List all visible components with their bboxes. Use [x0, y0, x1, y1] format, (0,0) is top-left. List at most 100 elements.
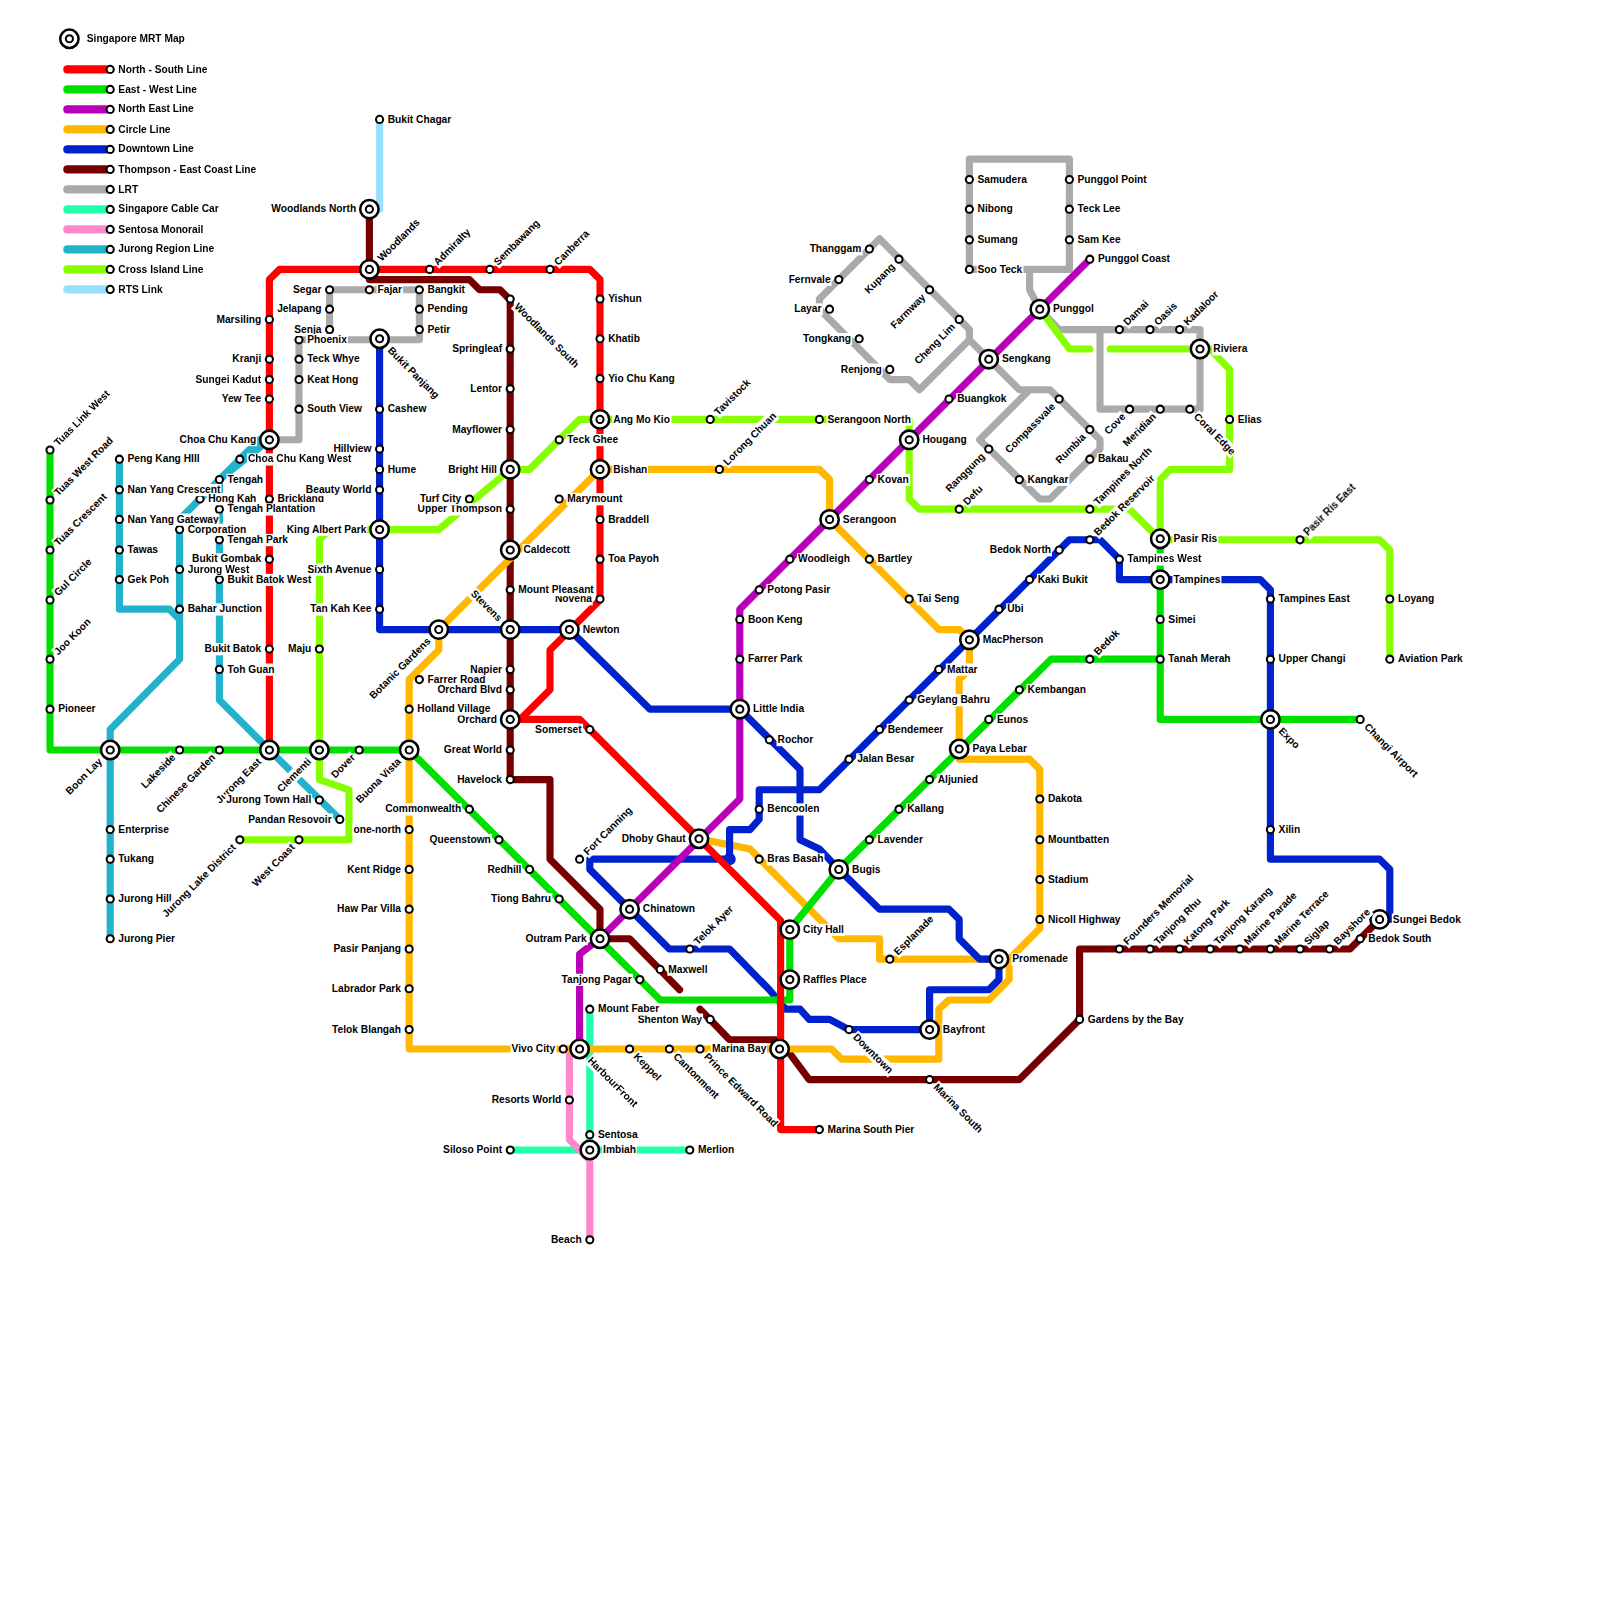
- station-dot: [1267, 656, 1274, 663]
- interchange-core: [956, 745, 963, 752]
- station-dot: [566, 1096, 573, 1103]
- station-name: Promenade: [1011, 953, 1069, 965]
- station-dot: [416, 286, 423, 293]
- station-name: Dhoby Ghaut: [621, 833, 687, 845]
- station-name: Pioneer: [57, 703, 96, 715]
- station-dot: [507, 426, 514, 433]
- station-name: Sungei Kadut: [194, 374, 262, 386]
- interchange-dot: [591, 930, 609, 948]
- station-name: Nicoll Highway: [1047, 914, 1122, 926]
- station-dot: [1116, 945, 1123, 952]
- station-dot: [376, 566, 383, 573]
- station-name: Bras Basah: [766, 853, 824, 865]
- interchange-core: [1157, 576, 1164, 583]
- station-dot: [707, 416, 714, 423]
- station-dot: [266, 495, 273, 502]
- station-name: Woodleigh: [797, 553, 851, 565]
- station-name: Jurong Town Hall: [225, 794, 312, 806]
- station-dot: [416, 306, 423, 313]
- interchange-dot: [260, 741, 278, 759]
- station-name: Jalan Besar: [856, 753, 915, 765]
- station-name: Bukit Batok West: [227, 574, 313, 586]
- interchange-core: [1157, 535, 1164, 542]
- station-name: Teck Lee: [1077, 203, 1122, 215]
- station-dot: [1036, 876, 1043, 883]
- station-name: Tengah Plantation: [227, 503, 317, 515]
- station-dot: [176, 606, 183, 613]
- station-dot: [376, 606, 383, 613]
- station-dot: [466, 495, 473, 502]
- station-name: Punggol Coast: [1097, 253, 1171, 265]
- station-name: Siloso Point: [442, 1144, 503, 1156]
- station-dot: [866, 245, 873, 252]
- station-name: Stadium: [1047, 874, 1089, 886]
- interchange-core: [826, 516, 833, 523]
- legend-swatch: [67, 205, 106, 213]
- station-dot: [376, 445, 383, 452]
- station-name: Tavistock: [711, 376, 753, 418]
- station-dot: [1386, 656, 1393, 663]
- station-dot: [176, 526, 183, 533]
- interchange-core: [695, 835, 702, 842]
- station-dot: [1086, 656, 1093, 663]
- station-dot: [966, 176, 973, 183]
- title-icon-outer: [60, 30, 78, 48]
- station-dot: [1076, 1016, 1083, 1023]
- station-dot: [1157, 406, 1164, 413]
- station-name: Mayflower: [451, 424, 503, 436]
- crl-track: [1110, 349, 1390, 659]
- station-dot: [486, 266, 493, 273]
- station-dot: [696, 1045, 703, 1052]
- station-dot: [1036, 795, 1043, 802]
- downtown-line: [380, 339, 1390, 1030]
- station-dot: [266, 316, 273, 323]
- station-dot: [376, 116, 383, 123]
- station-dot: [116, 486, 123, 493]
- station-dot: [507, 1146, 514, 1153]
- station-name: Sixth Avenue: [307, 564, 373, 576]
- station-dot: [107, 895, 114, 902]
- station-dot: [886, 366, 893, 373]
- station-dot: [1157, 656, 1164, 663]
- interchange-dot: [260, 431, 278, 449]
- station-dot: [46, 706, 53, 713]
- legend-swatch: [67, 245, 106, 253]
- station-dot: [295, 836, 302, 843]
- station-dot: [176, 566, 183, 573]
- station-dot: [216, 476, 223, 483]
- station-dot: [716, 466, 723, 473]
- interchange-core: [985, 356, 992, 363]
- station-name: Toh Guan: [227, 664, 276, 676]
- legend: [67, 66, 113, 293]
- station-name: Ang Mo Kio: [612, 414, 671, 426]
- station-name: Tampines West: [1127, 553, 1203, 565]
- station-dot: [1026, 576, 1033, 583]
- interchange-dot: [360, 260, 378, 278]
- station-dot: [316, 645, 323, 652]
- interchange-dot: [310, 741, 328, 759]
- legend-swatch: [67, 85, 106, 93]
- station-dot: [1066, 176, 1073, 183]
- interchange-core: [406, 746, 413, 753]
- station-name: Phoenix: [306, 334, 348, 346]
- station-name: Jurong Pier: [117, 933, 176, 945]
- jrl-track: [180, 440, 270, 620]
- station-dot: [876, 726, 883, 733]
- station-name: Lavender: [877, 834, 924, 846]
- interchange-core: [107, 746, 114, 753]
- station-dot: [546, 266, 553, 273]
- station-name: Bukit Chagar: [387, 114, 453, 126]
- legend-swatch: [67, 265, 106, 273]
- station-dot: [295, 356, 302, 363]
- station-dot: [707, 1016, 714, 1023]
- station-name: Kupang: [861, 260, 898, 297]
- station-name: Kembangan: [1027, 684, 1087, 696]
- interchange-core: [596, 466, 603, 473]
- station-dot: [596, 556, 603, 563]
- station-dot: [736, 656, 743, 663]
- interchange-core: [966, 636, 973, 643]
- legend-dot: [107, 286, 114, 293]
- station-name: Dakota: [1047, 793, 1083, 805]
- station-name: Kaki Bukit: [1037, 574, 1089, 586]
